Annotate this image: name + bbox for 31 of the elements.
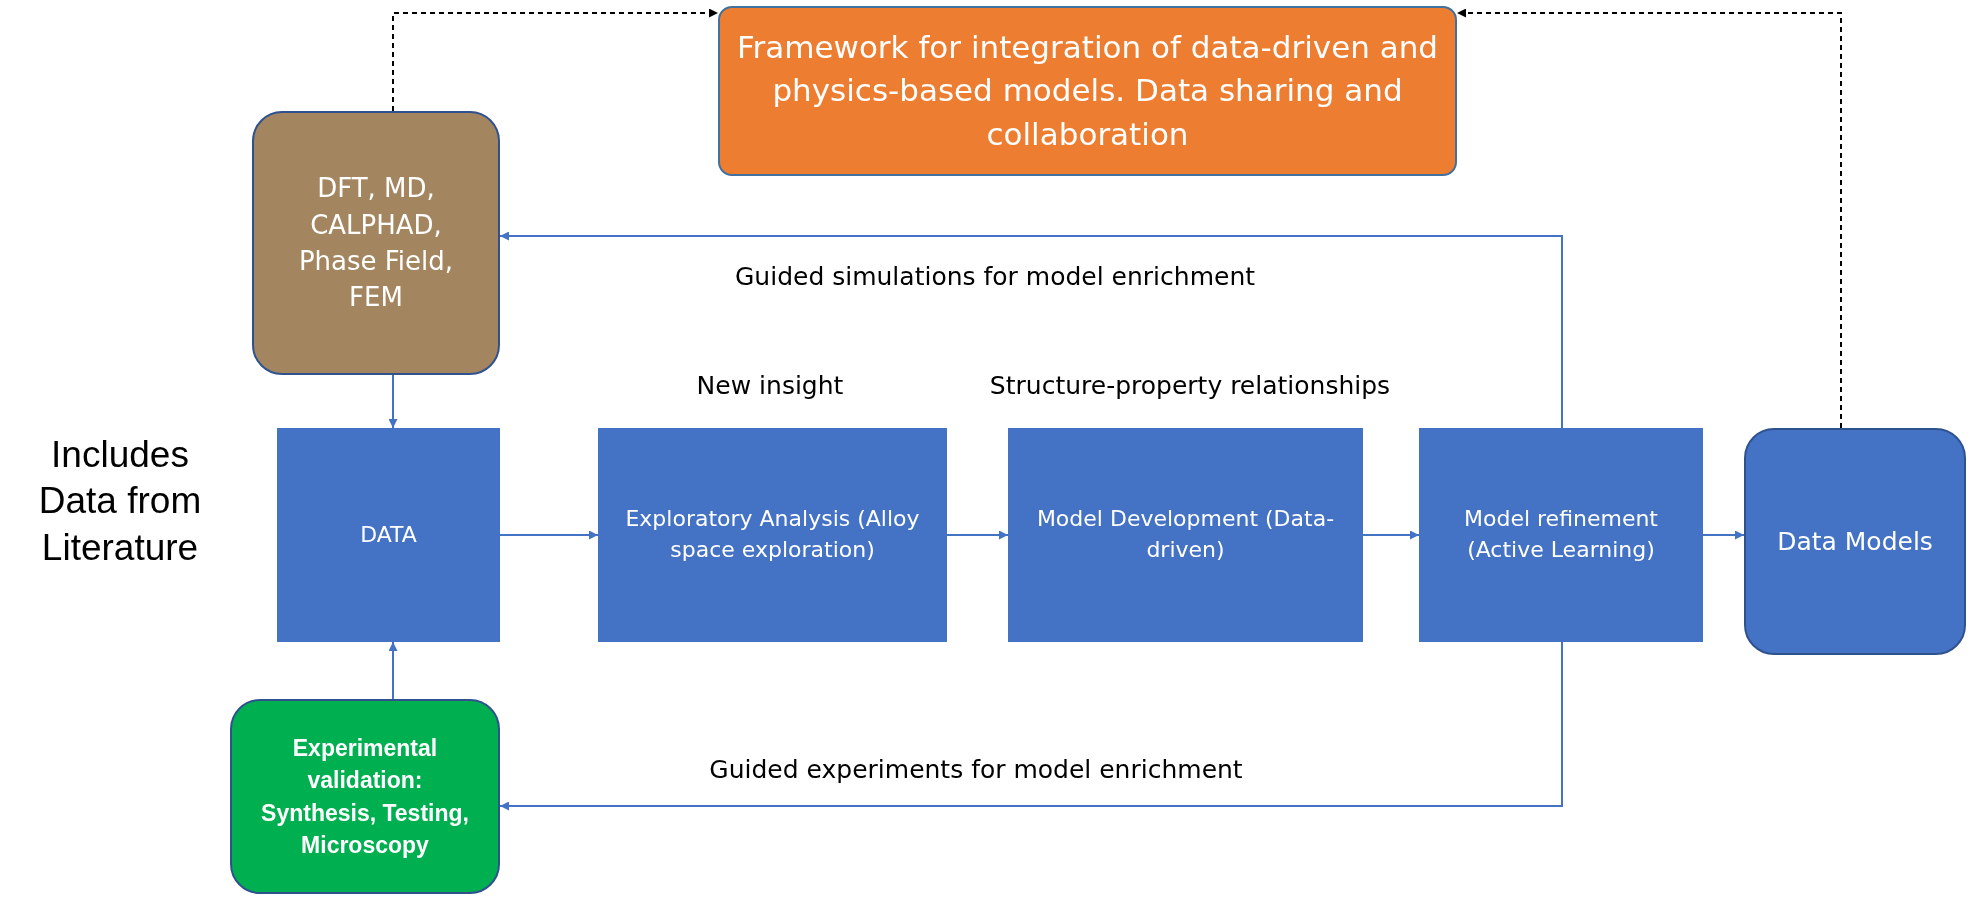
box-text: Model refinement (Active Learning) — [1463, 505, 1659, 564]
arrow — [499, 530, 599, 540]
edge-label: Guided simulations for model enrichment — [734, 262, 1256, 291]
edge-label: Guided experiments for model enrichment — [709, 755, 1243, 784]
box-text: Data Models — [1777, 526, 1933, 558]
rounded-box — [252, 111, 500, 375]
dashed-arrow — [1456, 8, 1842, 429]
note-text: New insight — [695, 370, 845, 402]
process-box — [598, 428, 947, 642]
arrow — [946, 530, 1009, 540]
arrow — [388, 641, 398, 700]
rounded-box — [718, 6, 1457, 176]
dashed-arrow — [392, 8, 719, 112]
box-text: Exploratory Analysis (Alloy space exploration) — [624, 505, 921, 564]
rounded-box — [230, 699, 500, 894]
arrow — [1702, 530, 1745, 540]
box-text: DFT, MD, CALPHAD, Phase Field, FEM — [297, 172, 455, 315]
process-box — [277, 428, 500, 642]
note-text: Structure-property relationships — [988, 370, 1392, 402]
box-text: Framework for integration of data-driven and physics-based models. Data sharing and collaboration — [736, 27, 1439, 154]
box-text: Model Development (Data-driven) — [1035, 505, 1336, 564]
arrow — [499, 231, 1563, 429]
rounded-box — [1744, 428, 1966, 655]
arrow — [1362, 530, 1420, 540]
process-box — [1008, 428, 1363, 642]
process-box — [1419, 428, 1703, 642]
arrow — [499, 641, 1563, 811]
box-text: DATA — [360, 520, 417, 549]
box-text: Experimental validation: Synthesis, Testing, Microscopy — [260, 734, 470, 860]
arrow — [388, 374, 398, 429]
note-text: Includes Data from Literature — [37, 433, 203, 570]
